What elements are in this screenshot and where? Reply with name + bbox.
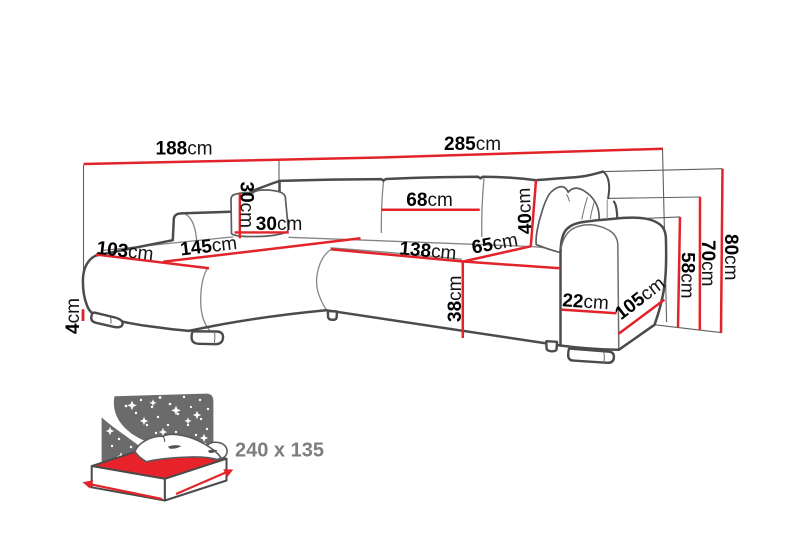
svg-text:70cm: 70cm — [697, 240, 718, 286]
svg-text:22cm: 22cm — [562, 290, 610, 314]
svg-text:240 x 135: 240 x 135 — [235, 440, 324, 462]
svg-text:40cm: 40cm — [514, 187, 537, 234]
svg-text:145cm: 145cm — [179, 233, 238, 260]
svg-text:65cm: 65cm — [470, 230, 520, 259]
svg-text:80cm: 80cm — [720, 234, 741, 280]
svg-text:68cm: 68cm — [406, 190, 452, 211]
svg-text:188cm: 188cm — [156, 139, 213, 160]
svg-text:4cm: 4cm — [63, 298, 84, 334]
svg-text:58cm: 58cm — [676, 252, 698, 299]
svg-text:38cm: 38cm — [445, 276, 466, 322]
svg-text:138cm: 138cm — [399, 238, 458, 264]
svg-text:30cm: 30cm — [256, 214, 302, 235]
svg-text:30cm: 30cm — [236, 182, 257, 228]
svg-text:103cm: 103cm — [95, 238, 154, 265]
svg-text:285cm: 285cm — [444, 134, 501, 155]
